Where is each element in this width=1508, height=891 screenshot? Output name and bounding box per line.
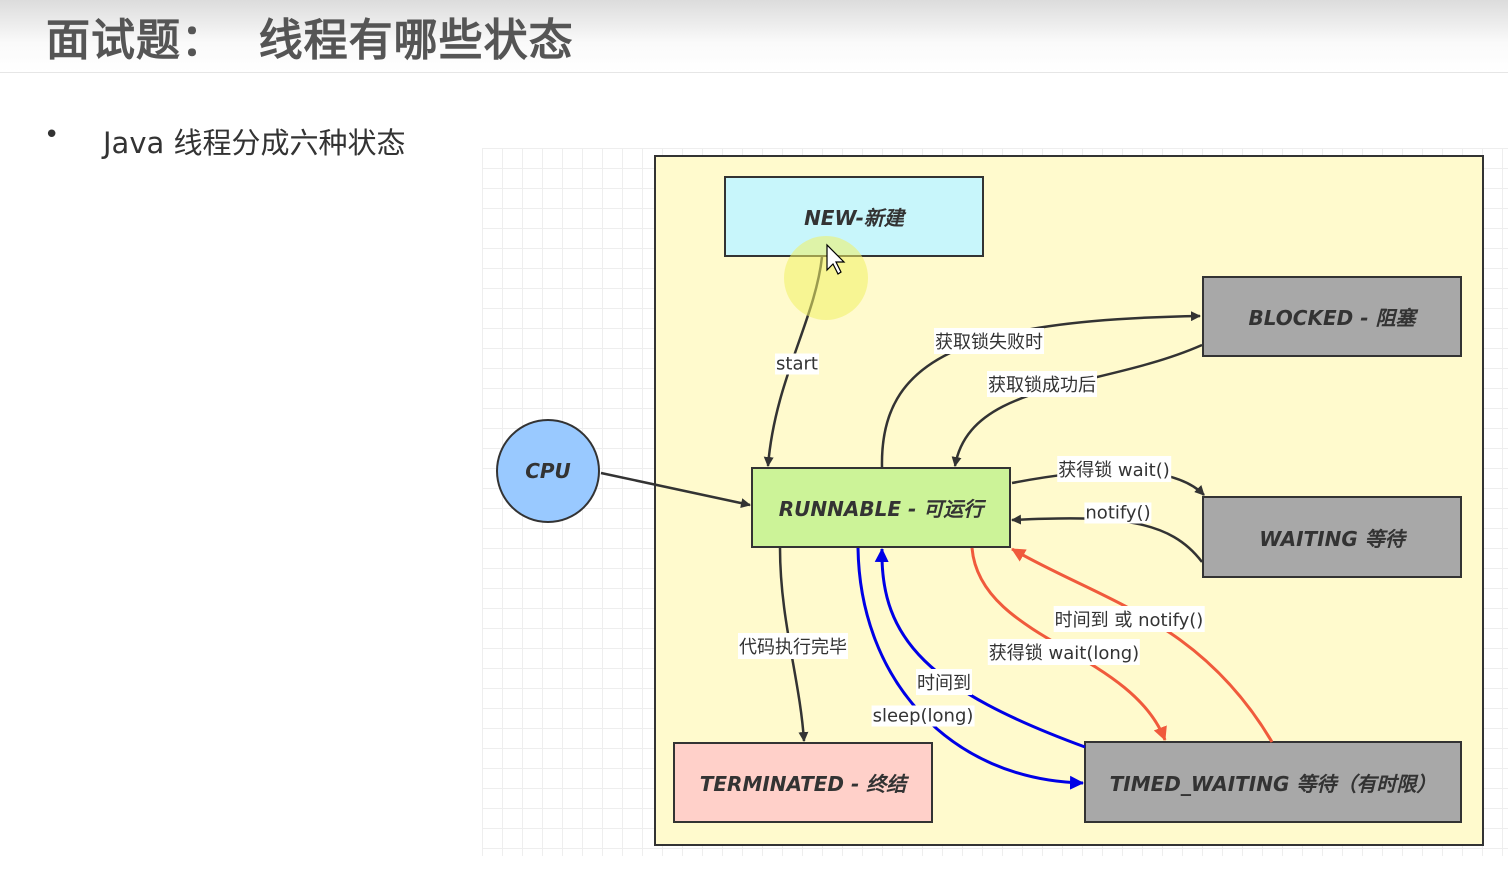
arrow-cpu-runnable: [600, 471, 751, 508]
node-timed-waiting: TIMED_WAITING 等待（有时限）: [1084, 741, 1462, 823]
edge-label-sleep-long: sleep(long): [871, 705, 975, 727]
edge-label-timeout: 时间到: [916, 669, 972, 695]
node-terminated: TERMINATED - 终结: [673, 742, 933, 823]
edge-label-lock-success: 获取锁成功后: [987, 371, 1097, 397]
edge-label-lock-fail: 获取锁失败时: [934, 328, 1044, 354]
edge-label-timeout-notify: 时间到 或 notify(): [1053, 606, 1205, 632]
title-bar: 面试题： 线程有哪些状态: [0, 0, 1508, 73]
arrow-lock-success: [951, 343, 1203, 467]
bullet-marker: •: [44, 120, 60, 150]
node-new: NEW-新建: [724, 176, 984, 257]
page-title: 面试题： 线程有哪些状态: [46, 15, 574, 66]
edge-label-start: start: [775, 353, 819, 375]
node-cpu: CPU: [496, 419, 600, 523]
bullet-text: Java 线程分成六种状态: [103, 126, 406, 160]
arrow-timeout: [874, 548, 1086, 749]
arrow-sleep-long: [856, 547, 1084, 790]
node-waiting: WAITING 等待: [1202, 496, 1462, 578]
edge-label-wait-long: 获得锁 wait(long): [987, 639, 1141, 665]
edge-label-done: 代码执行完毕: [738, 633, 848, 659]
edge-label-notify: notify(): [1084, 502, 1152, 524]
edge-label-wait: 获得锁 wait(): [1057, 456, 1171, 482]
node-runnable: RUNNABLE - 可运行: [751, 467, 1011, 548]
node-blocked: BLOCKED - 阻塞: [1202, 276, 1462, 357]
arrow-notify: [1011, 514, 1203, 563]
cursor-highlight: [784, 236, 868, 320]
